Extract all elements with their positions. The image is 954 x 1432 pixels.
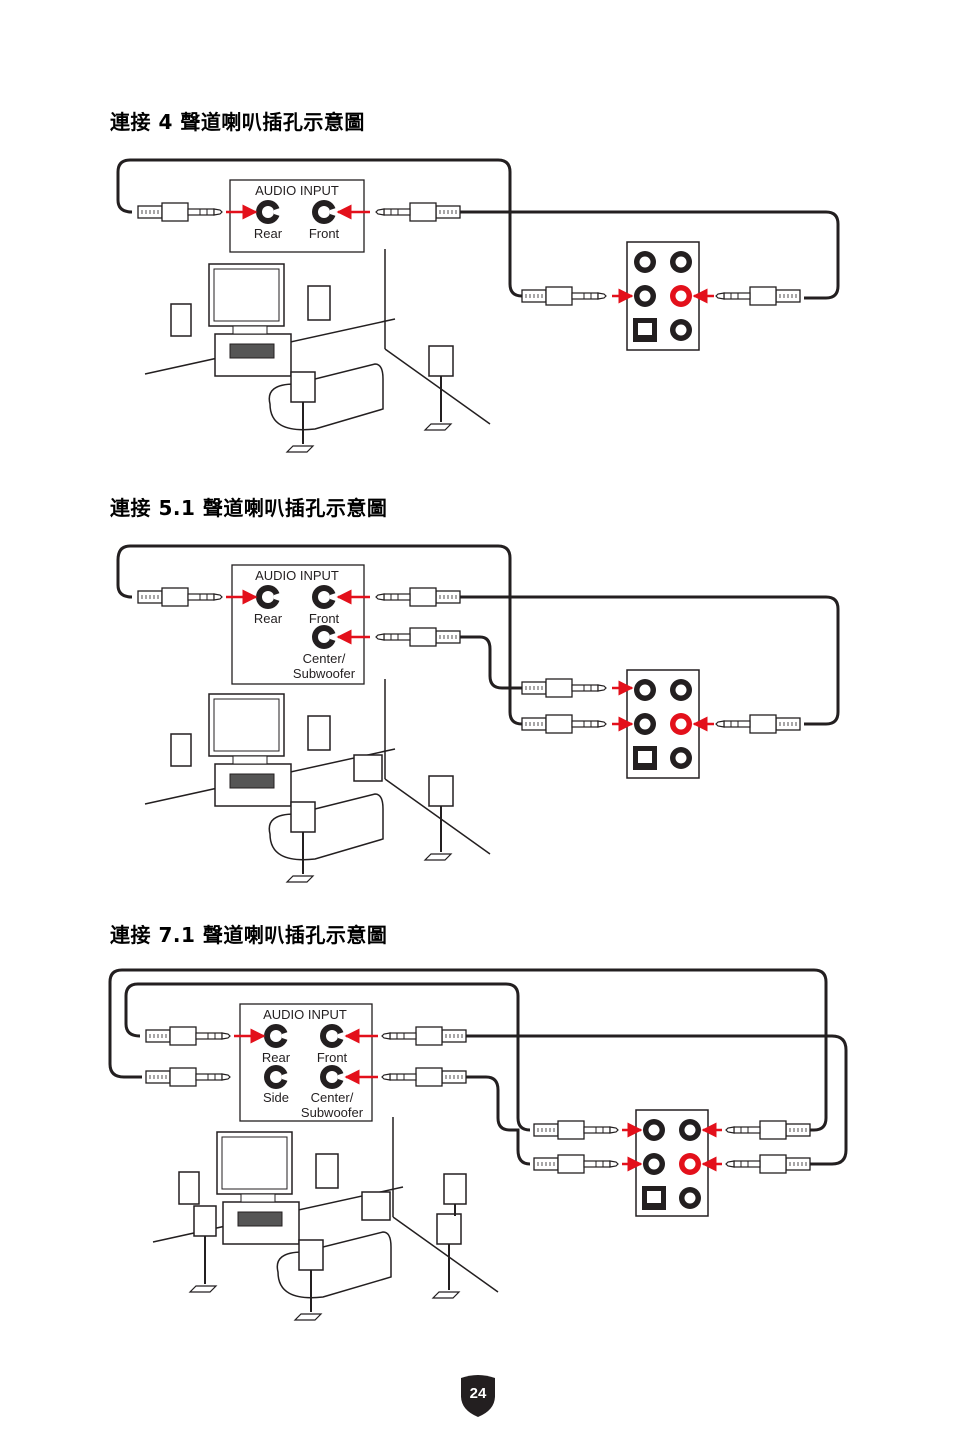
subwoofer-label-51ch: Subwoofer — [293, 666, 356, 681]
front-label-51ch: Front — [309, 611, 340, 626]
diagram-4ch: AUDIO INPUT Rear Front — [116, 158, 840, 453]
side-label-71ch: Side — [263, 1090, 289, 1105]
front-label-71ch: Front — [317, 1050, 348, 1065]
page-number-badge: 24 — [458, 1374, 498, 1418]
section-title-51ch: 連接 5.1 聲道喇叭插孔示意圖 — [110, 496, 388, 520]
diagram-71ch: AUDIO INPUT Rear Front Side Center/ Subw… — [108, 968, 848, 1321]
page-number: 24 — [470, 1385, 487, 1402]
rear-label-51ch: Rear — [254, 611, 283, 626]
section-title-4ch: 連接 4 聲道喇叭插孔示意圖 — [110, 110, 365, 134]
rear-label-4ch: Rear — [254, 226, 283, 241]
section-title-71ch: 連接 7.1 聲道喇叭插孔示意圖 — [110, 923, 388, 947]
center-label-51ch: Center/ — [303, 651, 346, 666]
audio-input-title-71ch: AUDIO INPUT — [263, 1007, 347, 1022]
shield-icon: 24 — [461, 1375, 495, 1417]
diagram-51ch: AUDIO INPUT Rear Front Center/ Subwoofer — [116, 544, 840, 883]
room-illustration-51ch — [144, 678, 491, 883]
rear-jack-icon — [256, 200, 280, 224]
subwoofer-label-71ch: Subwoofer — [301, 1105, 364, 1120]
front-jack-icon — [312, 200, 336, 224]
audio-input-title-4ch: AUDIO INPUT — [255, 183, 339, 198]
rear-label-71ch: Rear — [262, 1050, 291, 1065]
front-label-4ch: Front — [309, 226, 340, 241]
audio-input-title-51ch: AUDIO INPUT — [255, 568, 339, 583]
room-illustration-4ch — [144, 248, 491, 453]
center-label-71ch: Center/ — [311, 1090, 354, 1105]
